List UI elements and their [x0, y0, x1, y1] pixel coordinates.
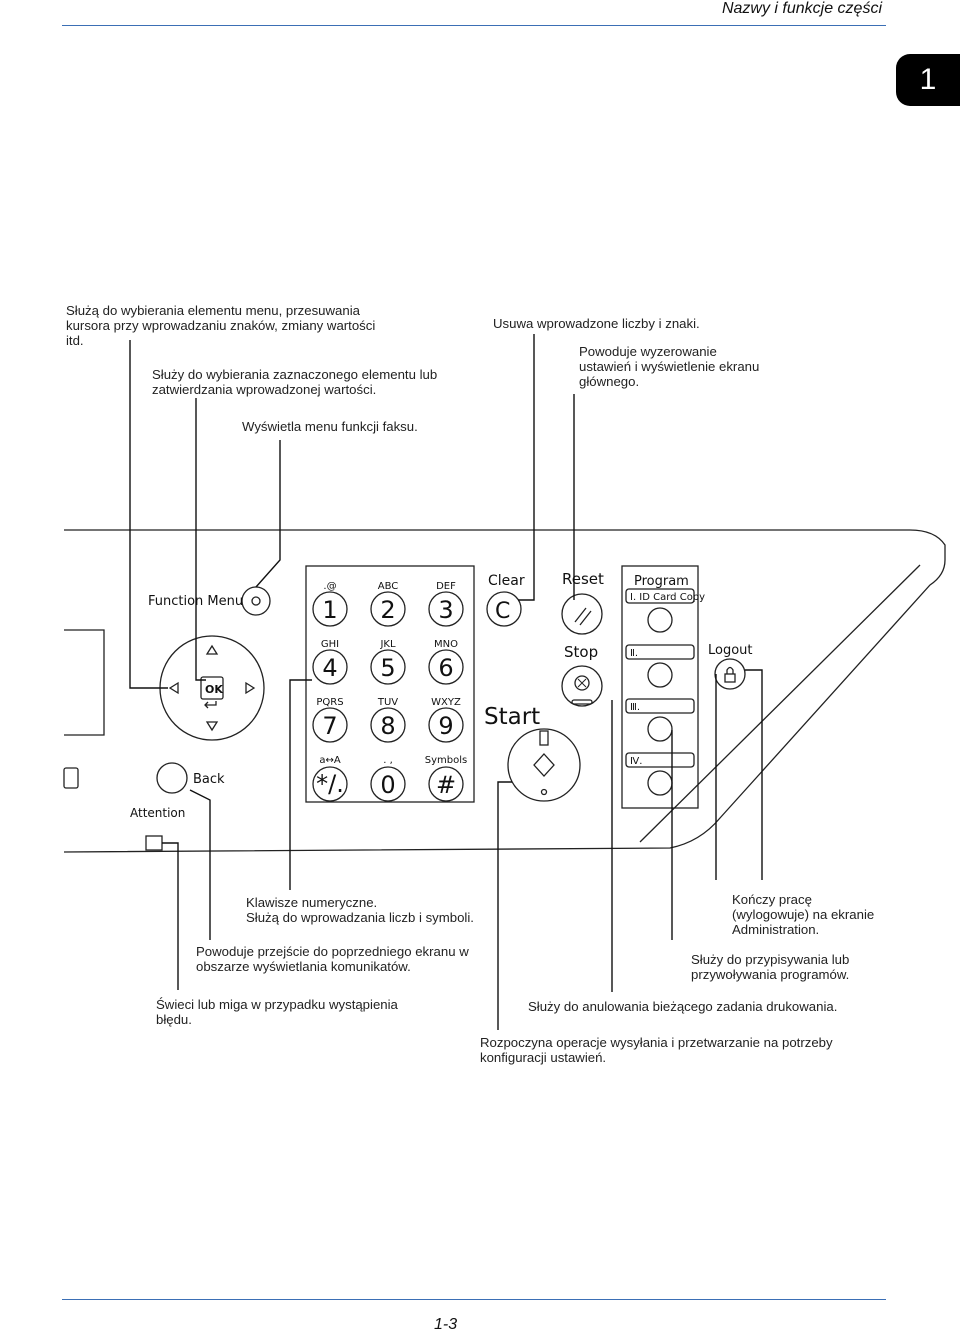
- key-2-letters: ABC: [378, 581, 399, 592]
- callout-function-menu: Wyświetla menu funkcji faksu.: [242, 419, 418, 434]
- function-menu-led: [251, 596, 261, 606]
- attention-label: Attention: [130, 806, 185, 820]
- program-slot-3: [625, 698, 695, 714]
- key-9-digit: 9: [438, 712, 453, 740]
- back-label: Back: [193, 772, 225, 787]
- callout-ok-key: Służy do wybierania zaznaczonego element…: [152, 367, 438, 397]
- program-panel: [621, 565, 699, 809]
- right-arrow-icon: [245, 681, 256, 695]
- key-hash-digit: #: [436, 771, 456, 799]
- callout-arrow-keys: Służą do wybierania elementu menu, przes…: [66, 303, 376, 348]
- ok-key-box: [200, 676, 224, 700]
- callout-stop: Służy do anulowania bieżącego zadania dr…: [528, 999, 838, 1014]
- program-slot-label-2: Ⅱ.: [630, 648, 638, 659]
- callout-clear: Usuwa wprowadzone liczby i znaki.: [493, 316, 700, 331]
- key-star-letters: a↔A: [319, 755, 341, 766]
- key-7-digit: 7: [322, 712, 337, 740]
- key-6-digit: 6: [438, 654, 453, 682]
- key-2-digit: 2: [380, 596, 395, 624]
- callout-numeric-keys: Klawisze numeryczne.Służą do wprowadzani…: [246, 895, 474, 925]
- start-label: Start: [484, 704, 540, 730]
- start-key: [507, 728, 581, 802]
- leader-lines: [129, 334, 763, 1030]
- key-5-digit: 5: [380, 654, 395, 682]
- program-slot-4: [625, 752, 695, 768]
- stop-label: Stop: [564, 643, 598, 661]
- key-hash-letters: Symbols: [425, 755, 467, 766]
- key-1-digit: 1: [322, 596, 337, 624]
- clear-label: Clear: [488, 573, 525, 589]
- function-menu-label: Function Menu: [148, 594, 243, 609]
- running-header: Nazwy i funkcje części: [721, 0, 882, 17]
- program-slot-1: [625, 588, 695, 604]
- start-icon: [533, 753, 555, 777]
- logout-label: Logout: [708, 643, 753, 658]
- reset-label: Reset: [562, 570, 604, 588]
- program-key-3: [647, 716, 673, 742]
- program-key-1: [647, 607, 673, 633]
- left-arrow-icon: [168, 681, 179, 695]
- start-led: [539, 730, 549, 746]
- callout-start: Rozpoczyna operacje wysyłania i przetwar…: [480, 1035, 833, 1065]
- attention-lamp: [145, 835, 163, 851]
- chapter-tab: 1: [896, 54, 960, 106]
- reset-key: [561, 593, 603, 635]
- key-9-letters: WXYZ: [431, 697, 461, 708]
- header-rule: [62, 25, 886, 26]
- program-slot-2: [625, 644, 695, 660]
- down-arrow-icon: [205, 721, 219, 732]
- keypad-buttons: [312, 591, 464, 802]
- key-4-digit: 4: [322, 654, 337, 682]
- stop-icon: [574, 675, 590, 691]
- keypad-frame: [305, 565, 475, 803]
- program-slot-label-3: Ⅲ.: [630, 702, 640, 713]
- key-8-digit: 8: [380, 712, 395, 740]
- callout-back: Powoduje przejście do poprzedniego ekran…: [196, 944, 469, 974]
- panel-edge: [639, 564, 921, 843]
- key-7-letters: PQRS: [316, 697, 343, 708]
- logout-key: [714, 658, 746, 690]
- reset-icon: [574, 607, 592, 626]
- back-key: [156, 762, 188, 794]
- up-arrow-icon: [205, 644, 219, 655]
- stop-led: [571, 699, 593, 705]
- key-5-letters: JKL: [379, 639, 396, 650]
- program-label: Program: [634, 574, 689, 589]
- key-4-letters: GHI: [321, 639, 339, 650]
- program-slot-label-1: Ⅰ. ID Card Copy: [630, 592, 705, 603]
- panel-outline: [63, 529, 946, 853]
- program-key-4: [647, 770, 673, 796]
- display-area: [64, 629, 105, 736]
- key-8-letters: TUV: [377, 697, 398, 708]
- key-1-letters: .@: [323, 581, 336, 592]
- ok-label: OK: [205, 683, 223, 696]
- clear-key: [486, 591, 522, 627]
- stop-key: [561, 665, 603, 707]
- footer-rule: [62, 1299, 886, 1300]
- key-3-digit: 3: [438, 596, 453, 624]
- key-3-letters: DEF: [436, 581, 456, 592]
- keypad-labels: .@ 1 ABC 2 DEF 3 GHI 4 JKL 5 MNO 6 PQRS …: [316, 581, 467, 799]
- key-0-letters: . ,: [383, 755, 393, 766]
- program-slot-label-4: Ⅳ.: [630, 756, 642, 767]
- key-star-digit: */.: [316, 770, 344, 798]
- page-number: 1-3: [434, 1316, 458, 1333]
- program-key-2: [647, 662, 673, 688]
- key-6-letters: MNO: [434, 639, 458, 650]
- left-slot: [63, 767, 79, 789]
- lock-icon: [724, 673, 736, 683]
- key-0-digit: 0: [380, 771, 395, 799]
- clear-symbol: C: [495, 599, 510, 624]
- enter-icon: [204, 701, 217, 709]
- function-menu-key: [241, 586, 271, 616]
